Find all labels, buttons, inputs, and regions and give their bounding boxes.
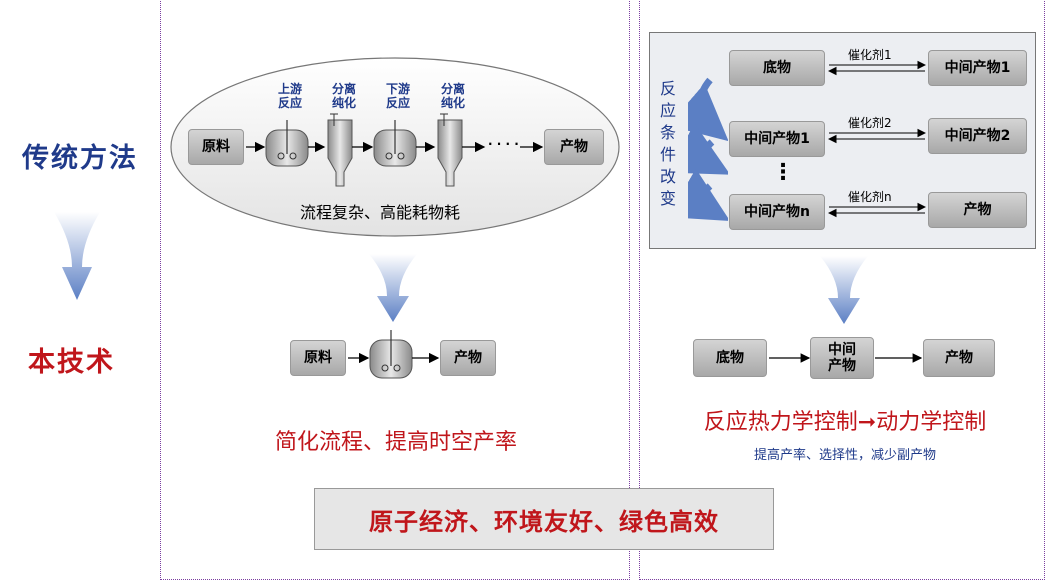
product-box-right-simplified: 产物 (923, 339, 995, 377)
vertical-dots: ⋮ (772, 160, 794, 185)
step-separation-2: 分离 纯化 (440, 82, 465, 110)
label-this-tech: 本技术 (28, 347, 115, 378)
cascade-row2-right: 中间产物2 (928, 118, 1027, 154)
substrate-box-simplified: 底物 (693, 339, 767, 377)
catalyst-n: 催化剂n (848, 190, 892, 204)
cascade-row3-right: 产物 (928, 192, 1027, 228)
step-separation-1: 分离 纯化 (331, 82, 356, 110)
intermediate-box-simplified: 中间 产物 (810, 337, 874, 379)
product-box: 产物 (544, 129, 604, 165)
simplified-right-arrows (769, 353, 923, 363)
cascade-row2-left: 中间产物1 (729, 121, 825, 157)
left-summary: 简化流程、提高时空产率 (274, 430, 517, 455)
curved-arrows-icon (688, 77, 728, 222)
catalyst-1: 催化剂1 (848, 48, 892, 62)
raw-material-box: 原料 (188, 129, 244, 165)
right-subsummary: 提高产率、选择性，减少副产物 (753, 448, 936, 463)
simplified-chain (348, 330, 440, 379)
raw-material-box-simplified: 原料 (290, 340, 346, 376)
cascade-row3-left: 中间产物n (729, 194, 825, 230)
ellipsis-dots: · · · · (488, 137, 519, 151)
step-upstream-reaction: 上游 反应 (277, 82, 302, 110)
equilibrium-arrows (827, 60, 927, 218)
bottom-banner: 原子经济、环境友好、绿色高效 (314, 488, 774, 550)
left-down-arrow-icon (369, 254, 417, 322)
label-traditional: 传统方法 (22, 143, 138, 174)
cascade-row1-right: 中间产物1 (928, 50, 1027, 86)
catalysis-panel (639, 0, 1045, 580)
process-chain (246, 113, 544, 187)
product-box-simplified: 产物 (440, 340, 496, 376)
traditional-vs-new-panel (160, 0, 630, 580)
cascade-row1-left: 底物 (729, 50, 825, 86)
right-summary: 反应热力学控制➞动力学控制 (703, 410, 987, 435)
down-arrow-icon (54, 212, 100, 300)
banner-text: 原子经济、环境友好、绿色高效 (369, 507, 719, 536)
ellipse-caption: 流程复杂、高能耗物耗 (300, 203, 461, 222)
step-downstream-reaction: 下游 反应 (385, 82, 410, 110)
catalyst-2: 催化剂2 (848, 116, 892, 130)
right-down-arrow-icon (820, 256, 868, 324)
vertical-condition-label: 反 应 条 件 改 变 (659, 79, 676, 208)
